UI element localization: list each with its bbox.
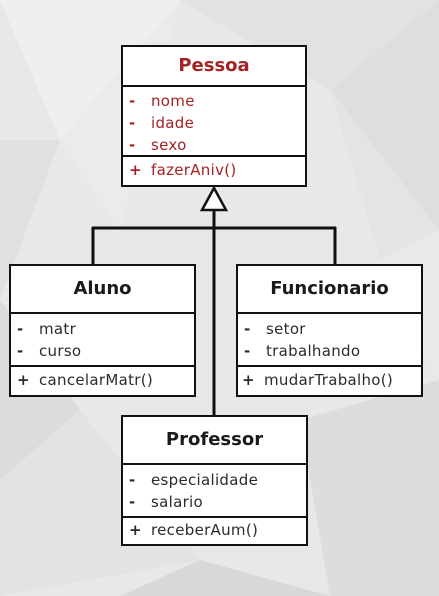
class-methods: + cancelarMatr() bbox=[11, 367, 194, 395]
visibility-marker: + bbox=[129, 161, 142, 179]
attribute-row: - sexo bbox=[129, 134, 305, 156]
attribute-name: matr bbox=[39, 320, 77, 338]
class-box-pessoa: Pessoa - nome - idade - sexo + fazerAniv… bbox=[121, 45, 307, 187]
class-box-professor: Professor - especialidade - salario + re… bbox=[121, 415, 308, 546]
attribute-row: - idade bbox=[129, 112, 305, 134]
attribute-row: - especialidade bbox=[129, 469, 306, 491]
visibility-marker: - bbox=[17, 320, 24, 338]
method-name: cancelarMatr() bbox=[39, 371, 154, 389]
class-methods: + mudarTrabalho() bbox=[238, 367, 421, 395]
visibility-marker: - bbox=[244, 342, 251, 360]
class-attributes: - setor - trabalhando bbox=[238, 314, 421, 367]
visibility-marker: - bbox=[129, 92, 136, 110]
class-methods: + fazerAniv() bbox=[123, 157, 305, 185]
attribute-name: trabalhando bbox=[266, 342, 361, 360]
visibility-marker: + bbox=[17, 371, 30, 389]
class-name: Pessoa bbox=[123, 47, 305, 87]
visibility-marker: + bbox=[242, 371, 255, 389]
class-box-funcionario: Funcionario - setor - trabalhando + muda… bbox=[236, 264, 423, 397]
attribute-row: - nome bbox=[129, 90, 305, 112]
visibility-marker: - bbox=[129, 493, 136, 511]
visibility-marker: + bbox=[129, 521, 142, 539]
attribute-name: setor bbox=[266, 320, 306, 338]
class-attributes: - especialidade - salario bbox=[123, 465, 306, 518]
visibility-marker: - bbox=[129, 471, 136, 489]
attribute-name: curso bbox=[39, 342, 82, 360]
visibility-marker: - bbox=[17, 342, 24, 360]
attribute-row: - curso bbox=[17, 340, 194, 362]
attribute-name: salario bbox=[151, 493, 203, 511]
visibility-marker: - bbox=[129, 136, 136, 154]
attribute-row: - salario bbox=[129, 491, 306, 513]
attribute-name: sexo bbox=[151, 136, 187, 154]
method-row: + receberAum() bbox=[129, 519, 306, 541]
attribute-name: nome bbox=[151, 92, 195, 110]
class-attributes: - matr - curso bbox=[11, 314, 194, 367]
attribute-row: - matr bbox=[17, 318, 194, 340]
class-attributes: - nome - idade - sexo bbox=[123, 87, 305, 157]
class-name: Professor bbox=[123, 417, 306, 465]
class-box-aluno: Aluno - matr - curso + cancelarMatr() bbox=[9, 264, 196, 397]
method-row: + cancelarMatr() bbox=[17, 369, 194, 391]
generalization-arrowhead bbox=[199, 185, 229, 212]
visibility-marker: - bbox=[129, 114, 136, 132]
method-name: fazerAniv() bbox=[151, 161, 237, 179]
attribute-row: - setor bbox=[244, 318, 421, 340]
method-name: receberAum() bbox=[151, 521, 259, 539]
method-name: mudarTrabalho() bbox=[264, 371, 394, 389]
class-name: Aluno bbox=[11, 266, 194, 314]
class-methods: + receberAum() bbox=[123, 518, 306, 544]
method-row: + mudarTrabalho() bbox=[242, 369, 421, 391]
method-row: + fazerAniv() bbox=[129, 159, 305, 181]
visibility-marker: - bbox=[244, 320, 251, 338]
attribute-name: idade bbox=[151, 114, 195, 132]
attribute-name: especialidade bbox=[151, 471, 259, 489]
class-name: Funcionario bbox=[238, 266, 421, 314]
attribute-row: - trabalhando bbox=[244, 340, 421, 362]
